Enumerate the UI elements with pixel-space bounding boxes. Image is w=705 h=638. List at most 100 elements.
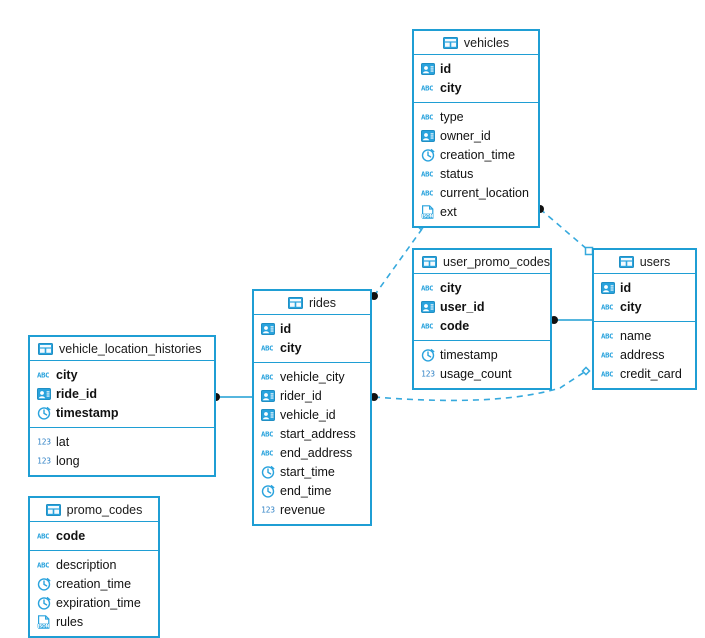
column-field-vehicle_id[interactable]: vehicle_id xyxy=(254,405,370,424)
svg-text:ABC: ABC xyxy=(601,331,613,340)
column-field-creation_time[interactable]: creation_time xyxy=(30,574,158,593)
json-type-icon: JSON xyxy=(37,614,51,629)
column-field-start_time[interactable]: start_time xyxy=(254,462,370,481)
table-header-user_promo_codes[interactable]: user_promo_codes xyxy=(414,250,550,274)
field-label: type xyxy=(440,109,464,124)
uuid-type-icon xyxy=(261,322,275,336)
column-field-creation_time[interactable]: creation_time xyxy=(414,145,538,164)
table-icon xyxy=(287,296,303,309)
table-icon xyxy=(422,255,437,268)
uuid-type-icon xyxy=(601,281,615,295)
field-label: owner_id xyxy=(440,128,491,143)
svg-text:123: 123 xyxy=(261,505,275,514)
column-field-end_time[interactable]: end_time xyxy=(254,481,370,500)
svg-text:ABC: ABC xyxy=(421,321,433,330)
column-field-ext[interactable]: JSON ext xyxy=(414,202,538,221)
column-field-expiration_time[interactable]: expiration_time xyxy=(30,593,158,612)
json-type-icon: JSON xyxy=(421,204,435,219)
primary-key-field-id[interactable]: id xyxy=(414,59,538,78)
field-label: ext xyxy=(440,204,457,219)
column-field-rider_id[interactable]: rider_id xyxy=(254,386,370,405)
table-name: users xyxy=(639,254,671,269)
primary-key-field-ride_id[interactable]: ride_id xyxy=(30,384,214,403)
field-label: end_time xyxy=(280,483,332,498)
svg-text:ABC: ABC xyxy=(37,560,49,569)
table-header-promo_codes[interactable]: promo_codes xyxy=(30,498,158,522)
table-name: rides xyxy=(308,295,337,310)
primary-key-field-timestamp[interactable]: timestamp xyxy=(30,403,214,422)
table-header-users[interactable]: users xyxy=(594,250,695,274)
relationship-user_promo_codes-to-users xyxy=(550,316,592,324)
field-label: usage_count xyxy=(440,366,512,381)
svg-text:ABC: ABC xyxy=(601,302,613,311)
abc-type-icon: ABC xyxy=(421,81,435,95)
svg-text:ABC: ABC xyxy=(261,343,273,352)
uuid-type-icon xyxy=(261,389,275,403)
column-field-timestamp[interactable]: timestamp xyxy=(414,345,550,364)
table-header-rides[interactable]: rides xyxy=(254,291,370,315)
uuid-type-icon xyxy=(421,129,435,143)
clock-type-icon xyxy=(261,484,275,498)
table-header-vehicle_location_histories[interactable]: vehicle_location_histories xyxy=(30,337,214,361)
clock-type-icon xyxy=(421,148,435,162)
field-label: rules xyxy=(56,614,84,629)
svg-text:ABC: ABC xyxy=(37,370,49,379)
field-label: lat xyxy=(56,434,70,449)
primary-key-field-id[interactable]: id xyxy=(594,278,695,297)
abc-type-icon: ABC xyxy=(601,367,615,381)
primary-key-field-user_id[interactable]: user_id xyxy=(414,297,550,316)
field-label: end_address xyxy=(280,445,353,460)
svg-text:ABC: ABC xyxy=(261,372,273,381)
abc-type-icon: ABC xyxy=(601,329,615,343)
abc-type-icon: ABC xyxy=(37,368,51,382)
abc-type-icon: ABC xyxy=(421,186,435,200)
field-label: long xyxy=(56,453,80,468)
abc-type-icon: ABC xyxy=(261,370,275,384)
svg-text:ABC: ABC xyxy=(421,283,433,292)
table-icon xyxy=(618,255,634,268)
column-field-owner_id[interactable]: owner_id xyxy=(414,126,538,145)
column-field-rules[interactable]: JSON rules xyxy=(30,612,158,631)
primary-key-field-id[interactable]: id xyxy=(254,319,370,338)
field-label: id xyxy=(620,280,632,295)
field-label: expiration_time xyxy=(56,595,141,610)
svg-text:ABC: ABC xyxy=(261,429,273,438)
uuid-type-icon xyxy=(421,300,435,314)
table-header-vehicles[interactable]: vehicles xyxy=(414,31,538,55)
